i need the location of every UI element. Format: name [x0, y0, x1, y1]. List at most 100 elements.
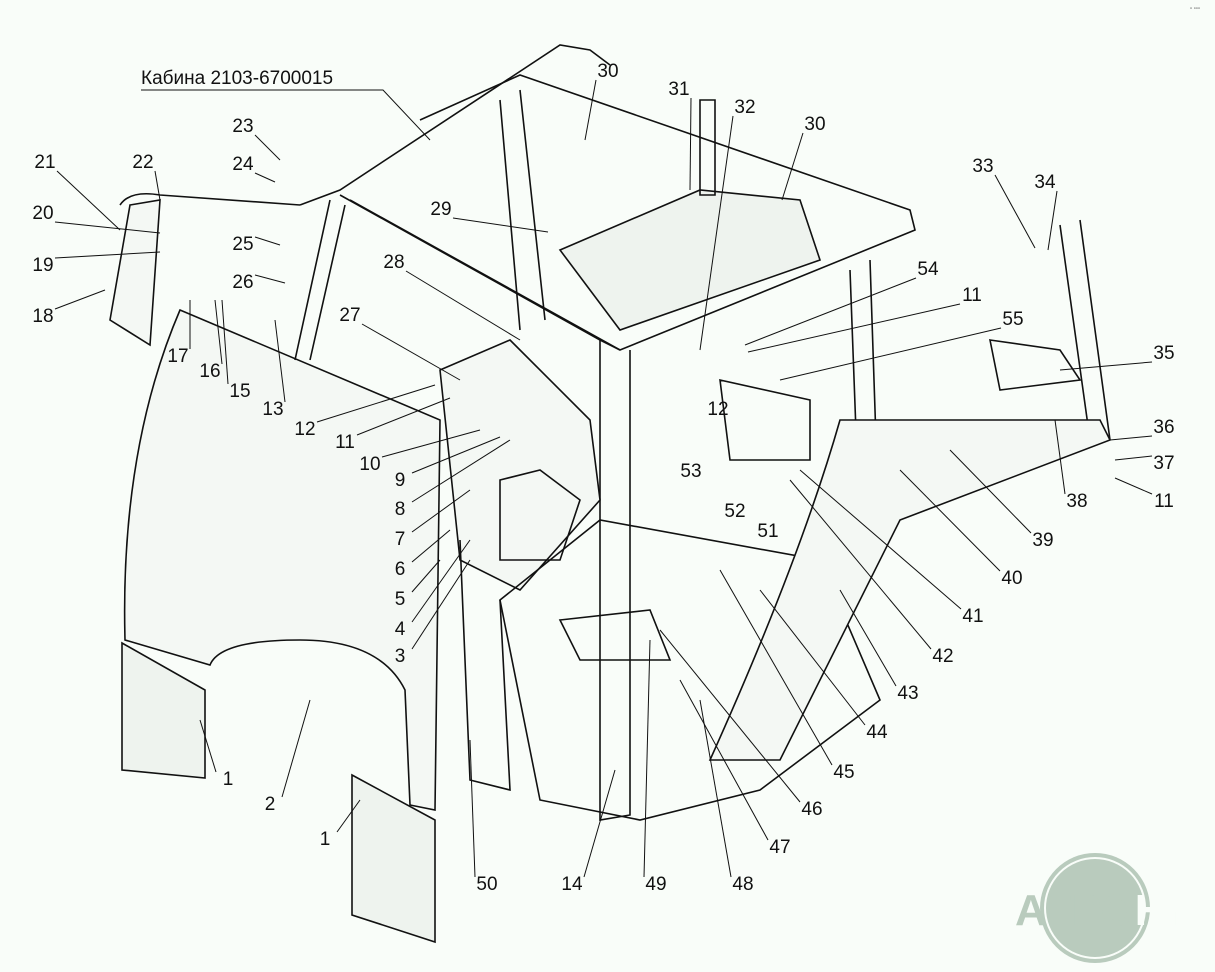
leader-line: [281, 699, 311, 798]
leader-line: [747, 303, 961, 353]
callout-6: 6: [395, 559, 406, 580]
callout-34: 34: [1034, 172, 1056, 193]
leader-line: [56, 170, 121, 231]
lower-glass-1: [121, 641, 206, 779]
leader-line: [54, 221, 161, 234]
leader-line: [899, 469, 1001, 572]
leader-line: [839, 589, 897, 687]
callout-8: 8: [395, 499, 406, 520]
callout-26: 26: [232, 272, 253, 293]
leader-line: [411, 559, 441, 593]
callout-30: 30: [804, 114, 825, 135]
leader-line: [799, 469, 962, 610]
callout-10: 10: [359, 454, 380, 475]
leader-line: [411, 436, 501, 474]
leader-line: [411, 539, 471, 623]
leader-line: [689, 97, 692, 191]
fender: [708, 419, 1112, 761]
callout-53: 53: [680, 461, 701, 482]
callout-19: 19: [32, 255, 53, 276]
callout-1: 1: [223, 769, 234, 790]
leader-line: [1059, 361, 1153, 371]
leader-line: [411, 489, 471, 533]
callout-31: 31: [668, 79, 689, 100]
callout-22: 22: [132, 152, 153, 173]
callout-11: 11: [962, 285, 982, 306]
callout-15: 15: [229, 381, 250, 402]
leader-line: [1054, 419, 1066, 495]
leader-line: [274, 319, 286, 403]
leader-line: [759, 589, 866, 726]
leader-line: [54, 251, 161, 259]
callout-40: 40: [1001, 568, 1022, 589]
callout-7: 7: [395, 529, 406, 550]
callout-24: 24: [232, 154, 254, 175]
callout-27: 27: [339, 305, 360, 326]
callout-52: 52: [724, 501, 745, 522]
callout-37: 37: [1153, 453, 1174, 474]
leader-line: [361, 323, 461, 381]
leader-line: [356, 397, 451, 436]
callout-18: 18: [32, 306, 53, 327]
cab-drawing: [109, 44, 1112, 944]
callout-28: 28: [383, 252, 404, 273]
leader-line: [994, 174, 1036, 249]
callout-32: 32: [734, 97, 755, 118]
callout-29: 29: [430, 199, 451, 220]
leader-line: [381, 429, 481, 458]
callout-55: 55: [1002, 309, 1023, 330]
leader-line: [1114, 477, 1153, 495]
leader-line: [779, 327, 1002, 381]
callout-30: 30: [597, 61, 618, 82]
callout-14: 14: [561, 874, 583, 895]
corner-mark: ▫ ▫▫▫: [1190, 6, 1200, 12]
callout-1: 1: [320, 829, 331, 850]
leader-line: [584, 79, 597, 141]
mirror: [109, 199, 161, 347]
callout-2: 2: [265, 794, 276, 815]
callout-5: 5: [395, 589, 406, 610]
callout-3: 3: [395, 646, 406, 667]
leader-line: [405, 270, 521, 341]
callout-51: 51: [757, 521, 778, 542]
leader-line: [254, 172, 276, 183]
callout-38: 38: [1066, 491, 1087, 512]
leader-line: [949, 449, 1032, 534]
leader-line: [411, 529, 451, 563]
leader-line: [781, 132, 804, 201]
leader-line: [744, 277, 917, 346]
callout-16: 16: [199, 361, 220, 382]
control-console: [439, 339, 601, 591]
watermark-logo: АГРОНКА: [1015, 853, 1215, 963]
leader-line: [699, 699, 732, 878]
leader-line: [1109, 435, 1153, 441]
leader-line: [411, 559, 471, 650]
leader-line: [659, 629, 801, 803]
leader-line: [221, 299, 229, 385]
leader-line: [1047, 190, 1058, 251]
callout-50: 50: [476, 874, 497, 895]
leader-line: [316, 384, 436, 423]
watermark-text: АГРОНКА: [1015, 886, 1215, 935]
assembly-title: Кабина 2103-6700015: [141, 68, 333, 89]
callout-49: 49: [645, 874, 666, 895]
leader-line: [679, 679, 769, 841]
callout-41: 41: [962, 606, 983, 627]
callout-20: 20: [32, 203, 53, 224]
leader-line: [1114, 455, 1153, 461]
callout-12: 12: [294, 419, 315, 440]
leader-line: [199, 719, 217, 773]
callout-25: 25: [232, 234, 253, 255]
callout-43: 43: [897, 683, 918, 704]
callout-21: 21: [34, 152, 55, 173]
callout-54: 54: [917, 259, 939, 280]
callout-11: 11: [1154, 491, 1174, 512]
callout-17: 17: [167, 346, 188, 367]
leader-line: [719, 569, 833, 766]
callout-9: 9: [395, 470, 406, 491]
leader-line: [469, 739, 476, 878]
leader-line: [411, 439, 511, 503]
